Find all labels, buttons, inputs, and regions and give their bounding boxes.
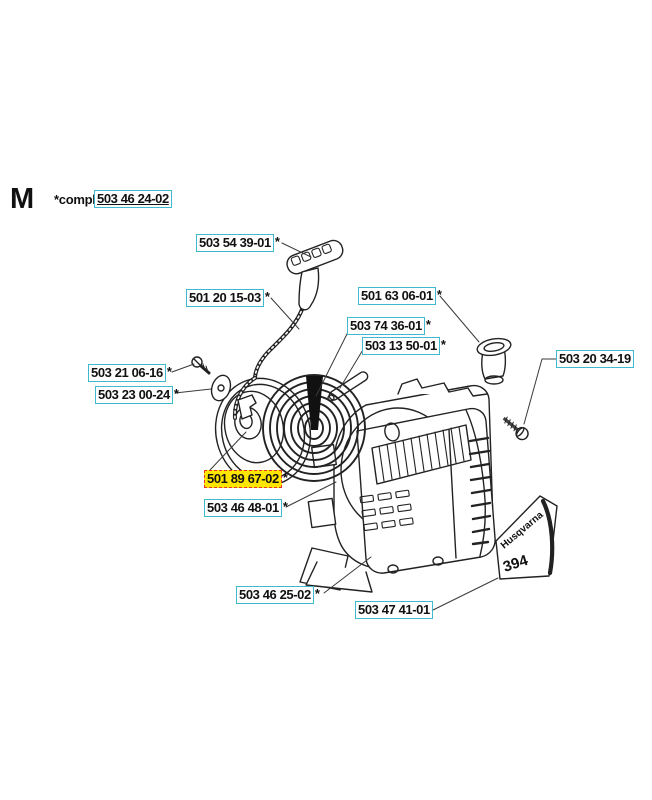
included-asterisk: * xyxy=(440,337,446,352)
intake-elbow-drawing xyxy=(476,337,512,385)
included-asterisk: * xyxy=(274,234,280,249)
part-number-box[interactable]: 503 46 24-02 xyxy=(94,190,172,208)
part-number-box[interactable]: 503 47 41-01 xyxy=(355,601,433,619)
screw-icon-right xyxy=(502,416,529,441)
part-label-503-46-24-02: 503 46 24-02 xyxy=(94,190,172,208)
leader-lines xyxy=(171,242,557,611)
part-number-box[interactable]: 503 23 00-24 xyxy=(95,386,173,404)
washer-drawing xyxy=(210,374,232,402)
part-number-box[interactable]: 503 21 06-16 xyxy=(88,364,166,382)
part-label-501-20-15-03: 501 20 15-03 * xyxy=(186,289,270,307)
part-number-box[interactable]: 503 54 39-01 xyxy=(196,234,274,252)
included-asterisk: * xyxy=(264,289,270,304)
hub-bracket-drawing xyxy=(237,394,257,420)
screw-icon-left xyxy=(191,356,211,375)
part-label-503-46-25-02: 503 46 25-02 * xyxy=(236,586,320,604)
part-label-503-23-00-24: 503 23 00-24 * xyxy=(95,386,179,404)
part-number-box[interactable]: 503 46 48-01 xyxy=(204,499,282,517)
included-asterisk: * xyxy=(282,499,288,514)
part-number-box[interactable]: 503 74 36-01 xyxy=(347,317,425,335)
included-asterisk: * xyxy=(173,386,179,401)
part-label-503-47-41-01: 503 47 41-01 xyxy=(355,601,434,619)
decal-drawing: Husqvarna 394 xyxy=(495,495,558,580)
part-label-503-13-50-01: 503 13 50-01 * xyxy=(362,337,446,355)
included-asterisk: * xyxy=(282,470,288,485)
included-asterisk: * xyxy=(436,287,442,302)
starter-handle-drawing xyxy=(286,239,344,311)
pawl-lever-drawing xyxy=(327,371,369,402)
part-label-503-21-06-16: 503 21 06-16 * xyxy=(88,364,172,382)
part-number-box[interactable]: 501 89 67-02 xyxy=(204,470,282,488)
part-number-box[interactable]: 503 13 50-01 xyxy=(362,337,440,355)
compl-prefix: *compl xyxy=(54,192,96,207)
part-label-503-74-36-01: 503 74 36-01 * xyxy=(347,317,431,335)
part-label-501-63-06-01: 501 63 06-01 * xyxy=(358,287,442,305)
part-number-box[interactable]: 501 63 06-01 xyxy=(358,287,436,305)
part-number-box[interactable]: 503 46 25-02 xyxy=(236,586,314,604)
part-label-503-46-48-01: 503 46 48-01 * xyxy=(204,499,288,517)
part-label-503-20-34-19: 503 20 34-19 xyxy=(556,350,635,368)
part-number-box[interactable]: 503 20 34-19 xyxy=(556,350,634,368)
included-asterisk: * xyxy=(314,586,320,601)
starter-cover-drawing xyxy=(356,407,496,574)
section-letter: M xyxy=(10,183,35,215)
part-label-503-54-39-01: 503 54 39-01 * xyxy=(196,234,280,252)
included-asterisk: * xyxy=(425,317,431,332)
part-label-501-89-67-02-highlighted: 501 89 67-02 * xyxy=(204,470,288,488)
starter-rope-drawing xyxy=(232,305,305,420)
included-asterisk: * xyxy=(166,364,172,379)
part-number-box[interactable]: 501 20 15-03 xyxy=(186,289,264,307)
